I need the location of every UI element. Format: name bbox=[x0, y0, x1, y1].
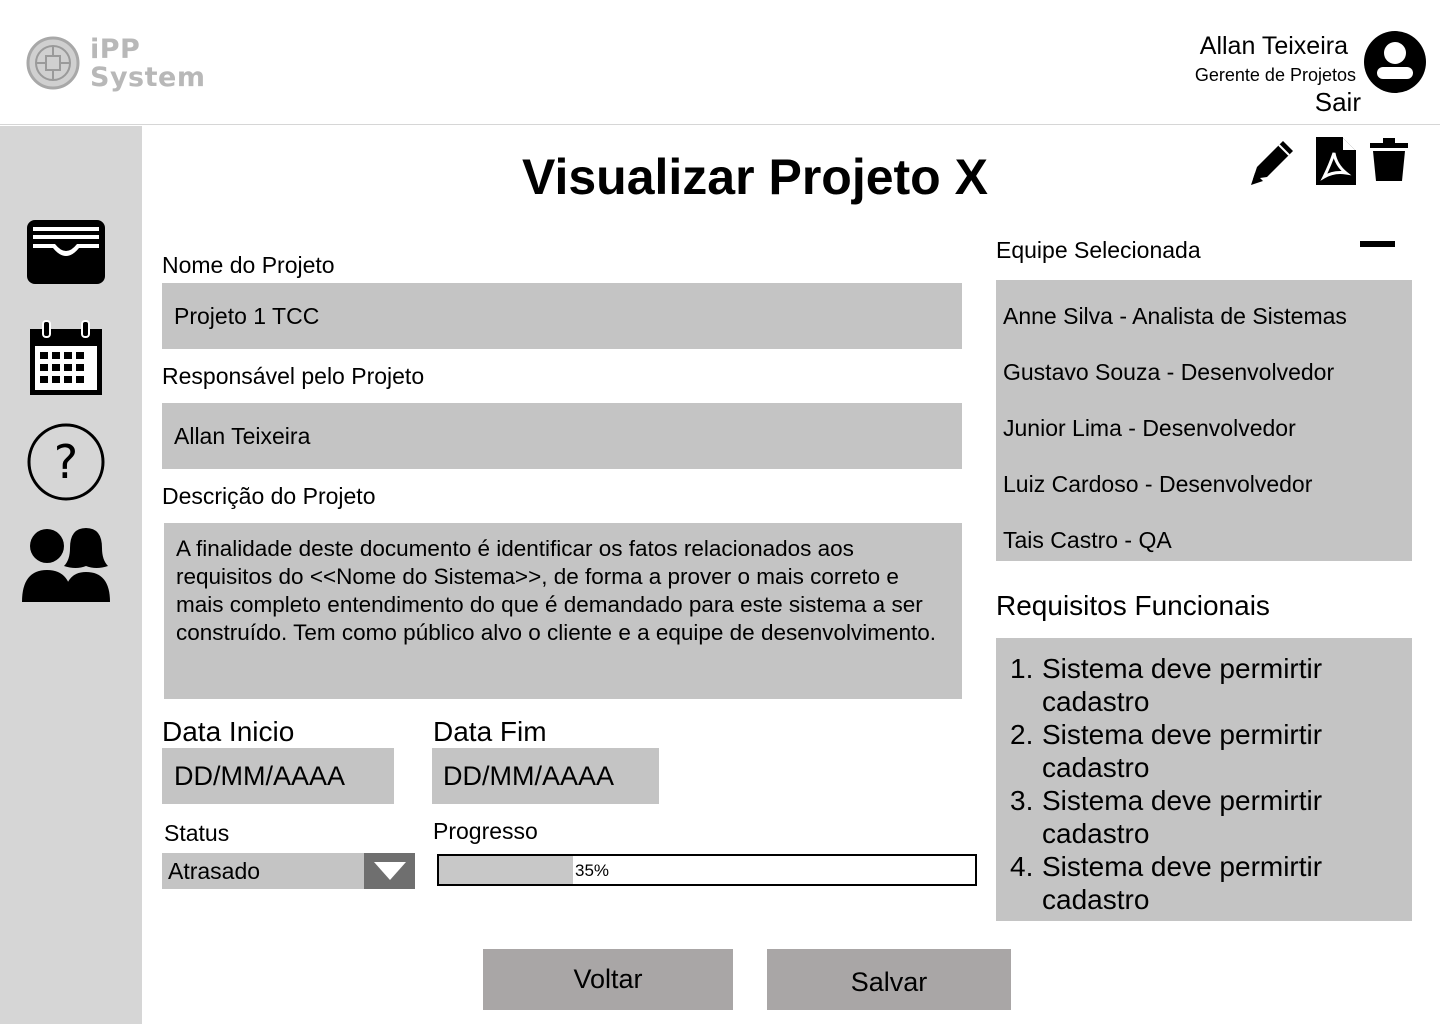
calendar-icon bbox=[30, 320, 102, 395]
logout-link[interactable]: Sair bbox=[1314, 87, 1361, 117]
sidebar-item-team[interactable] bbox=[20, 522, 112, 606]
progress-text: 35% bbox=[575, 861, 610, 880]
start-date-field[interactable]: DD/MM/AAAA bbox=[162, 748, 394, 804]
project-name-label: Nome do Projeto bbox=[162, 252, 335, 278]
requirement-text: Sistema deve permirtir cadastro bbox=[1042, 719, 1323, 783]
description-label: Descrição do Projeto bbox=[162, 483, 376, 509]
requirement-item: 3. Sistema deve permirtir cadastro bbox=[1010, 784, 1372, 850]
sidebar-item-calendar[interactable] bbox=[20, 316, 112, 400]
edit-icon[interactable] bbox=[1249, 135, 1297, 187]
user-avatar-icon[interactable] bbox=[1363, 30, 1427, 94]
end-date-label: Data Fim bbox=[433, 716, 547, 747]
requirement-item: 2. Sistema deve permirtir cadastro bbox=[1010, 718, 1372, 784]
chevron-down-icon bbox=[373, 862, 406, 880]
status-label: Status bbox=[164, 820, 230, 846]
sidebar-item-wallet[interactable] bbox=[20, 210, 112, 294]
progress-fill bbox=[439, 856, 573, 884]
status-value: Atrasado bbox=[168, 857, 261, 884]
page-title: Visualizar Projeto X bbox=[522, 149, 988, 205]
start-date-label: Data Inicio bbox=[162, 716, 295, 747]
team-icon bbox=[22, 528, 110, 602]
requirement-text: Sistema deve permirtir cadastro bbox=[1042, 851, 1323, 915]
sidebar: ? bbox=[0, 126, 142, 1024]
sidebar-item-help[interactable]: ? bbox=[20, 420, 112, 504]
wallet-icon bbox=[27, 220, 105, 284]
logo-icon bbox=[26, 36, 80, 90]
logo-text: iPP System bbox=[90, 36, 205, 92]
end-date-field[interactable]: DD/MM/AAAA bbox=[432, 748, 659, 804]
requirement-number: 3. bbox=[1010, 785, 1034, 816]
team-list: Anne Silva - Analista de Sistemas Gustav… bbox=[996, 280, 1412, 561]
app-logo[interactable]: iPP System bbox=[26, 34, 226, 94]
team-member: Luiz Cardoso - Desenvolvedor bbox=[1003, 471, 1313, 497]
svg-text:?: ? bbox=[54, 435, 78, 489]
back-button[interactable]: Voltar bbox=[483, 949, 733, 1010]
save-button[interactable]: Salvar bbox=[767, 949, 1011, 1010]
requirement-item: 1. Sistema deve permirtir cadastro bbox=[1010, 652, 1372, 718]
collapse-icon[interactable] bbox=[1360, 241, 1395, 247]
requirements-list: 1. Sistema deve permirtir cadastro 2. Si… bbox=[996, 638, 1412, 921]
requirement-number: 2. bbox=[1010, 719, 1034, 750]
team-member: Junior Lima - Desenvolvedor bbox=[1003, 415, 1296, 441]
requirement-item: 4. Sistema deve permirtir cadastro bbox=[1010, 850, 1372, 916]
status-select[interactable]: Atrasado bbox=[162, 853, 415, 889]
pdf-icon[interactable] bbox=[1312, 135, 1360, 187]
requirement-text: Sistema deve permirtir cadastro bbox=[1042, 653, 1323, 717]
dropdown-button[interactable] bbox=[364, 853, 415, 889]
team-member: Tais Castro - QA bbox=[1003, 527, 1172, 553]
team-member: Anne Silva - Analista de Sistemas bbox=[1003, 303, 1347, 329]
requirement-text: Sistema deve permirtir cadastro bbox=[1042, 785, 1323, 849]
logo-line-1: iPP bbox=[90, 34, 141, 65]
project-name-field[interactable]: Projeto 1 TCC bbox=[162, 283, 962, 349]
description-textarea[interactable]: A finalidade deste documento é identific… bbox=[164, 523, 962, 699]
logo-line-2: System bbox=[90, 62, 206, 93]
team-title: Equipe Selecionada bbox=[996, 237, 1201, 263]
team-member: Gustavo Souza - Desenvolvedor bbox=[1003, 359, 1335, 385]
user-name: Allan Teixeira bbox=[1199, 32, 1348, 60]
project-owner-field[interactable]: Allan Teixeira bbox=[162, 403, 962, 469]
progress-bar: 35% bbox=[437, 854, 977, 886]
user-role: Gerente de Projetos bbox=[1194, 65, 1356, 85]
progress-label: Progresso bbox=[433, 818, 538, 844]
trash-icon[interactable] bbox=[1366, 135, 1414, 187]
project-owner-label: Responsável pelo Projeto bbox=[162, 363, 425, 389]
requirement-number: 1. bbox=[1010, 653, 1034, 684]
app-header: iPP System Allan Teixeira Gerente de Pro… bbox=[0, 0, 1440, 125]
requirement-number: 4. bbox=[1010, 851, 1034, 882]
help-icon: ? bbox=[27, 423, 105, 501]
requirements-title: Requisitos Funcionais bbox=[996, 590, 1270, 621]
